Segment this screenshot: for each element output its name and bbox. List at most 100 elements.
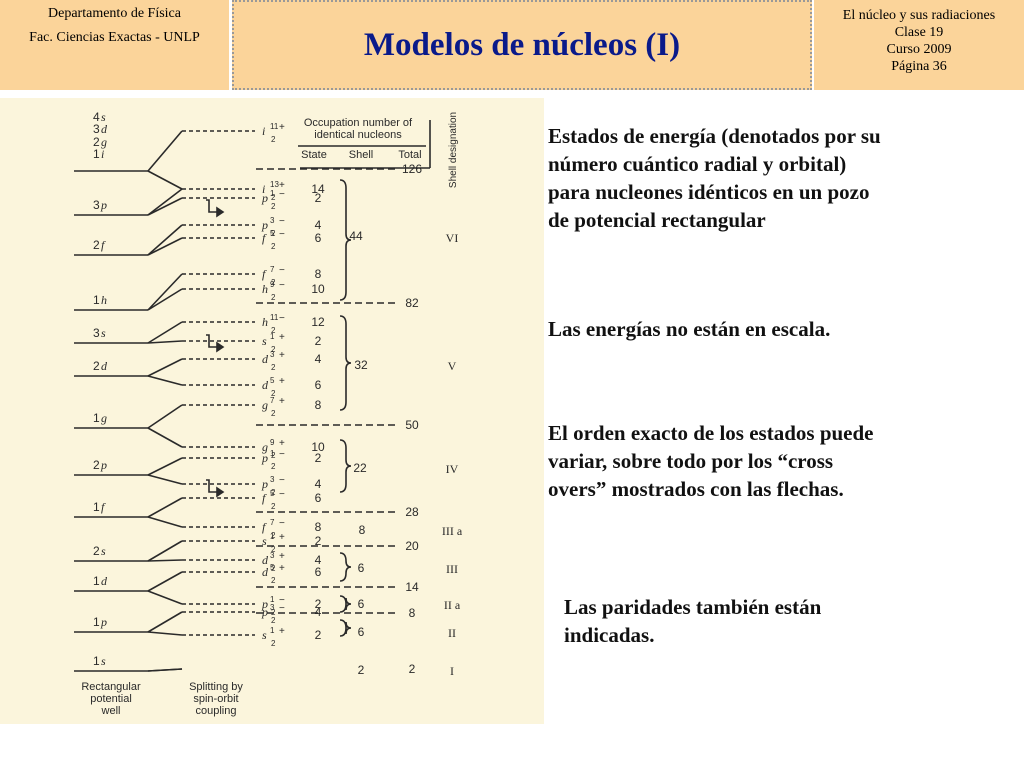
split-line-lower xyxy=(147,288,183,311)
level-label-orbital: i xyxy=(101,147,104,161)
scale-note-text: Las energías no están en escala. xyxy=(548,317,831,341)
state-j-numerator: 1 xyxy=(270,332,275,341)
magic-number: 50 xyxy=(405,418,419,432)
level-label-orbital: g xyxy=(101,411,107,425)
state-j-denominator: 2 xyxy=(271,409,276,418)
split-line-lower xyxy=(147,237,183,256)
parity-line-1: Las paridades también están xyxy=(564,595,822,619)
state-j-numerator: 3 xyxy=(270,603,275,612)
split-line-upper xyxy=(147,224,183,256)
shell-occupation-total: 6 xyxy=(358,625,365,639)
shell-occupation-total: 6 xyxy=(358,561,365,575)
state-orbital-letter: d xyxy=(262,553,269,567)
split-line-lower xyxy=(147,631,183,636)
split-line-upper xyxy=(147,540,183,562)
split-line-upper xyxy=(147,404,183,429)
state-parity: − xyxy=(279,189,285,200)
state-j-denominator: 2 xyxy=(271,462,276,471)
footer-right-label: coupling xyxy=(196,705,237,717)
state-orbital-letter: f xyxy=(262,267,267,281)
state-j-denominator: 2 xyxy=(271,545,276,554)
state-occupation: 6 xyxy=(315,491,322,505)
state-parity: + xyxy=(279,396,285,407)
course-name: El núcleo y sus radiaciones xyxy=(842,8,996,23)
state-j-denominator: 2 xyxy=(271,242,276,251)
magic-number: 20 xyxy=(405,539,419,553)
state-j-numerator: 7 xyxy=(270,518,275,527)
state-parity: + xyxy=(279,332,285,343)
shell-brace xyxy=(339,439,352,493)
description-line-3: para nucleones idénticos en un pozo xyxy=(548,180,870,204)
state-j-numerator: 3 xyxy=(270,216,275,225)
state-j-denominator: 2 xyxy=(271,345,276,354)
crossover-arrow xyxy=(206,479,223,493)
state-orbital-letter: f xyxy=(262,491,267,505)
footer-left-label: well xyxy=(101,705,121,717)
crossover-line-1: El orden exacto de los estados puede xyxy=(548,421,874,445)
description-line-2: número cuántico radial y orbital) xyxy=(548,152,847,176)
state-occupation: 6 xyxy=(315,231,322,245)
page-number: Página 36 xyxy=(891,59,947,74)
occupation-header-line-1: Occupation number of xyxy=(304,117,413,129)
header-title-box: Modelos de núcleos (I) xyxy=(232,0,812,90)
state-orbital-letter: p xyxy=(261,597,268,611)
level-label-number: 3 xyxy=(93,326,100,340)
shell-brace xyxy=(339,179,352,301)
state-j-numerator: 1 xyxy=(270,626,275,635)
level-label-orbital: p xyxy=(100,615,107,629)
shell-designation: II a xyxy=(444,598,461,612)
state-parity: − xyxy=(279,603,285,614)
state-j-numerator: 5 xyxy=(270,376,275,385)
state-orbital-letter: i xyxy=(262,182,265,196)
magic-number: 82 xyxy=(405,296,419,310)
level-label-number: 2 xyxy=(93,544,100,558)
state-orbital-letter: g xyxy=(262,398,268,412)
crossover-arrowhead xyxy=(216,341,225,353)
shell-brace xyxy=(339,619,352,637)
crossover-line-3: overs” mostrados con las flechas. xyxy=(548,477,844,501)
magic-number: 8 xyxy=(409,606,416,620)
split-line-upper xyxy=(147,188,183,216)
level-label-orbital: s xyxy=(101,544,106,558)
shell-brace xyxy=(339,552,352,582)
state-occupation: 4 xyxy=(315,605,322,619)
split-line-lower xyxy=(147,668,183,672)
state-parity: + xyxy=(279,376,285,387)
shell-designation: VI xyxy=(446,231,459,245)
state-j-denominator: 2 xyxy=(271,293,276,302)
magic-number: 28 xyxy=(405,505,419,519)
state-orbital-letter: p xyxy=(261,218,268,232)
state-orbital-letter: s xyxy=(262,534,267,548)
course-year: Curso 2009 xyxy=(886,42,952,57)
footer-left-label: Rectangular xyxy=(81,681,141,693)
level-label-number: 2 xyxy=(93,238,100,252)
state-j-numerator: 7 xyxy=(270,265,275,274)
state-occupation: 10 xyxy=(311,282,325,296)
state-parity: + xyxy=(279,438,285,449)
state-occupation: 2 xyxy=(315,534,322,548)
level-label-orbital: d xyxy=(101,574,108,588)
shell-designation: III xyxy=(446,562,458,576)
state-j-numerator: 13 xyxy=(270,180,279,189)
magic-number: 2 xyxy=(409,662,416,676)
state-occupation: 4 xyxy=(315,352,322,366)
description-line-4: de potencial rectangular xyxy=(548,208,766,232)
state-j-numerator: 1 xyxy=(270,189,275,198)
level-label-number: 1 xyxy=(93,654,100,668)
state-j-numerator: 5 xyxy=(270,563,275,572)
state-j-numerator: 1 xyxy=(270,532,275,541)
description-paragraph: Estados de energía (denotados por su núm… xyxy=(548,122,1018,234)
state-j-numerator: 11 xyxy=(270,313,279,322)
level-label-orbital: h xyxy=(101,293,107,307)
crossover-paragraph: El orden exacto de los estados puede var… xyxy=(548,419,1018,503)
state-j-denominator: 2 xyxy=(271,451,276,460)
state-j-denominator: 2 xyxy=(271,135,276,144)
level-label-number: 1 xyxy=(93,411,100,425)
state-parity: − xyxy=(279,449,285,460)
level-label-number: 2 xyxy=(93,135,100,149)
level-label-orbital: s xyxy=(101,110,106,124)
description-line-1: Estados de energía (denotados por su xyxy=(548,124,881,148)
state-parity: − xyxy=(279,216,285,227)
page-title: Modelos de núcleos (I) xyxy=(363,26,681,63)
